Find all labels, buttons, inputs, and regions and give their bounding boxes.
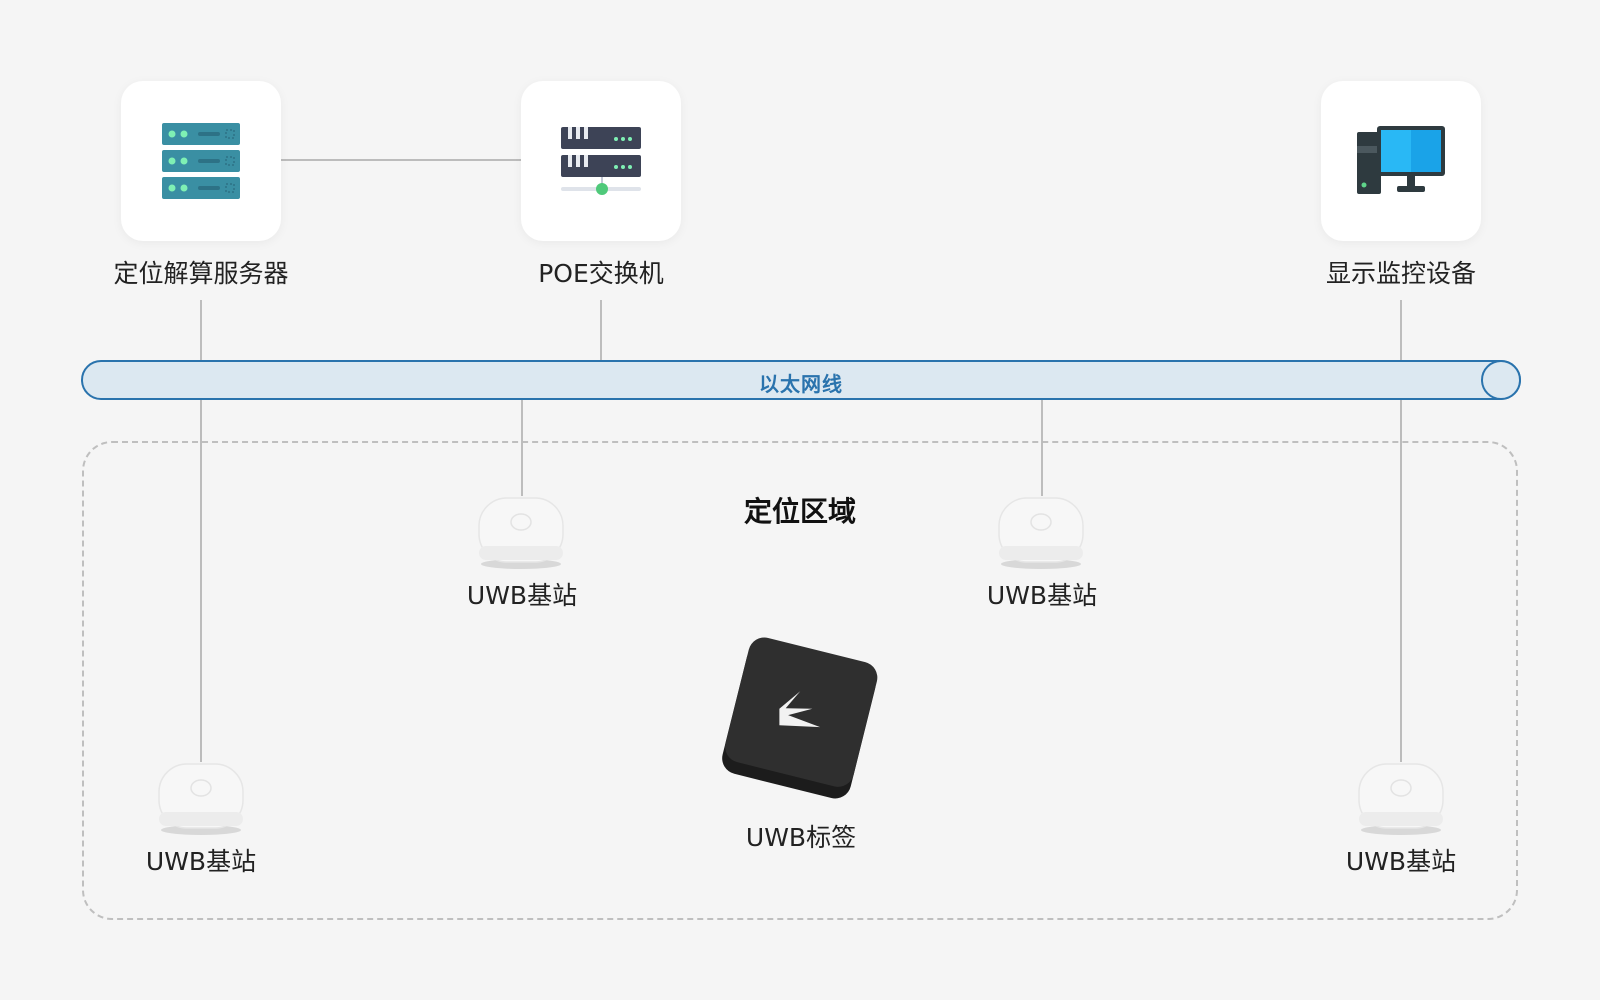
uwb-anchor-icon [998,497,1084,569]
uwb-anchor-1-label: UWB基站 [145,847,257,876]
uwb-anchor-4[interactable] [1353,760,1449,836]
uwb-anchor-2[interactable] [473,494,569,570]
uwb-tag-icon [722,637,878,799]
monitor-label: 显示监控设备 [1325,259,1476,288]
uwb-anchor-3[interactable] [993,494,1089,570]
uwb-anchor-1[interactable] [153,760,249,836]
server-label: 定位解算服务器 [113,259,289,288]
uwb-anchor-4-label: UWB基站 [1345,847,1457,876]
bus-end-cap [1481,360,1521,400]
server-rack-icon [162,123,240,199]
poe-switch-label: POE交换机 [538,259,664,288]
uwb-anchor-icon [1358,763,1444,835]
uwb-anchor-icon [158,763,244,835]
poe-switch-card[interactable] [521,81,681,241]
uwb-tag[interactable] [712,626,888,808]
zone-title: 定位区域 [743,495,856,528]
uwb-anchor-3-label: UWB基站 [986,581,1098,610]
network-switch-icon [561,127,641,195]
server-card[interactable] [121,81,281,241]
ethernet-bus: 以太网线 [81,360,1521,400]
monitor-card[interactable] [1321,81,1481,241]
uwb-anchor-icon [478,497,564,569]
bus-label: 以太网线 [759,372,843,396]
desktop-computer-icon [1357,126,1445,194]
uwb-anchor-2-label: UWB基站 [466,581,578,610]
positioning-zone [82,441,1518,920]
uwb-tag-label: UWB标签 [745,823,857,852]
